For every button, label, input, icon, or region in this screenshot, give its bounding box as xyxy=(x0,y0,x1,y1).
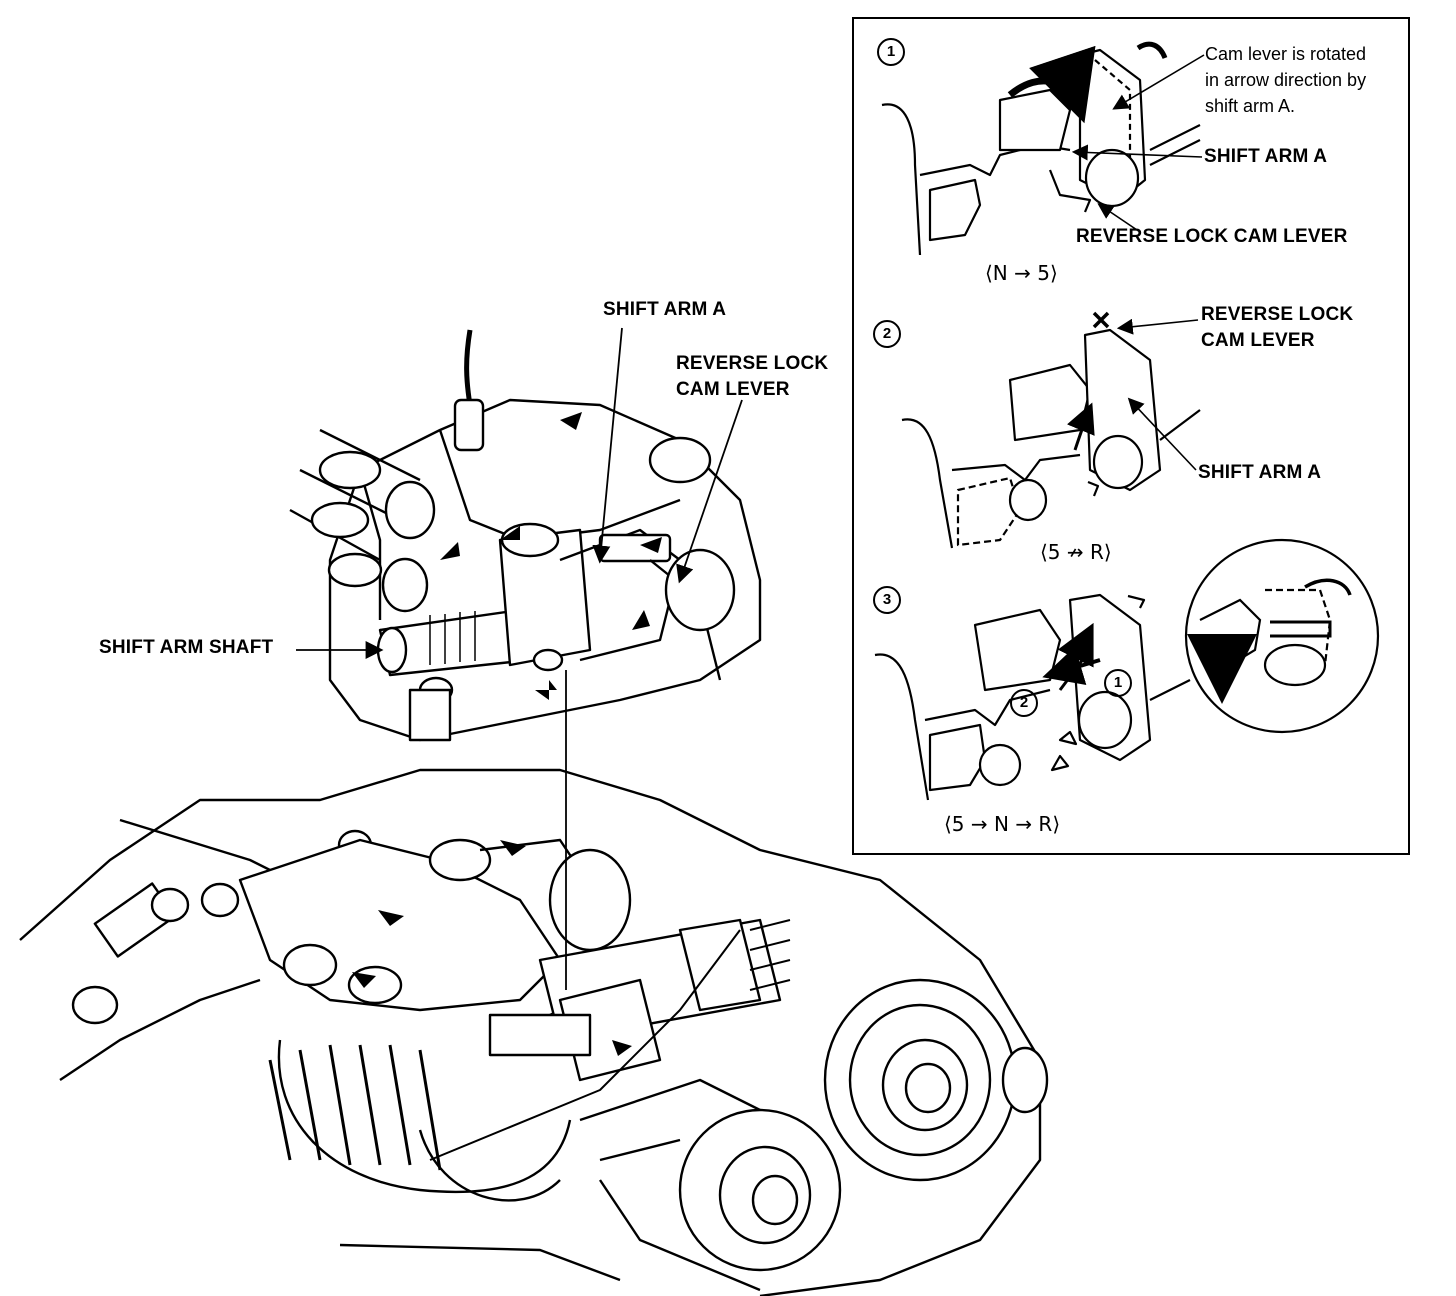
main-label-shift-arm-shaft: SHIFT ARM SHAFT xyxy=(99,637,274,658)
step2-label-shift-arm-a: SHIFT ARM A xyxy=(1198,462,1322,483)
main-leader-lines xyxy=(296,327,743,990)
step1-note-line1: Cam lever is rotated xyxy=(1205,44,1367,64)
main-label-reverse-lock-line2: CAM LEVER xyxy=(676,379,790,400)
step-number-1: 1 xyxy=(877,38,905,66)
step3-condition: ⟨5 → N → R⟩ xyxy=(944,812,1061,836)
inset-panel xyxy=(852,17,1410,855)
step3-inner-marker-1: 1 xyxy=(1104,669,1132,697)
main-label-shift-arm-a: SHIFT ARM A xyxy=(603,299,727,320)
inset-step2-leaders xyxy=(1116,318,1199,471)
inset-step2-drawing xyxy=(901,311,1201,549)
step2-label-cam-lever: CAM LEVER xyxy=(1201,330,1315,351)
step1-note-line2: in arrow direction by xyxy=(1205,70,1367,90)
step1-note-line3: shift arm A. xyxy=(1205,96,1296,116)
upper-motion-arrows xyxy=(440,412,662,700)
lower-motion-arrows xyxy=(352,840,632,1056)
step1-label-reverse-lock-cam-lever: REVERSE LOCK CAM LEVER xyxy=(1076,226,1348,247)
step3-inner-marker-2: 2 xyxy=(1010,689,1038,717)
main-label-reverse-lock-line1: REVERSE LOCK xyxy=(676,353,829,374)
step2-condition: ⟨5 ↛ R⟩ xyxy=(1040,540,1112,564)
step-number-2: 2 xyxy=(873,320,901,348)
step2-label-reverse-lock: REVERSE LOCK xyxy=(1201,304,1354,325)
transmission-body-drawing xyxy=(19,768,1049,1296)
step1-condition: ⟨N → 5⟩ xyxy=(985,261,1058,285)
shift-arm-assembly-drawing xyxy=(289,329,762,742)
inset-step1-drawing xyxy=(881,41,1201,256)
inset-step1-leaders xyxy=(1071,54,1205,233)
step1-label-shift-arm-a: SHIFT ARM A xyxy=(1204,146,1328,167)
inset-step3-detail-circle xyxy=(1184,538,1380,734)
step-number-3: 3 xyxy=(873,586,901,614)
